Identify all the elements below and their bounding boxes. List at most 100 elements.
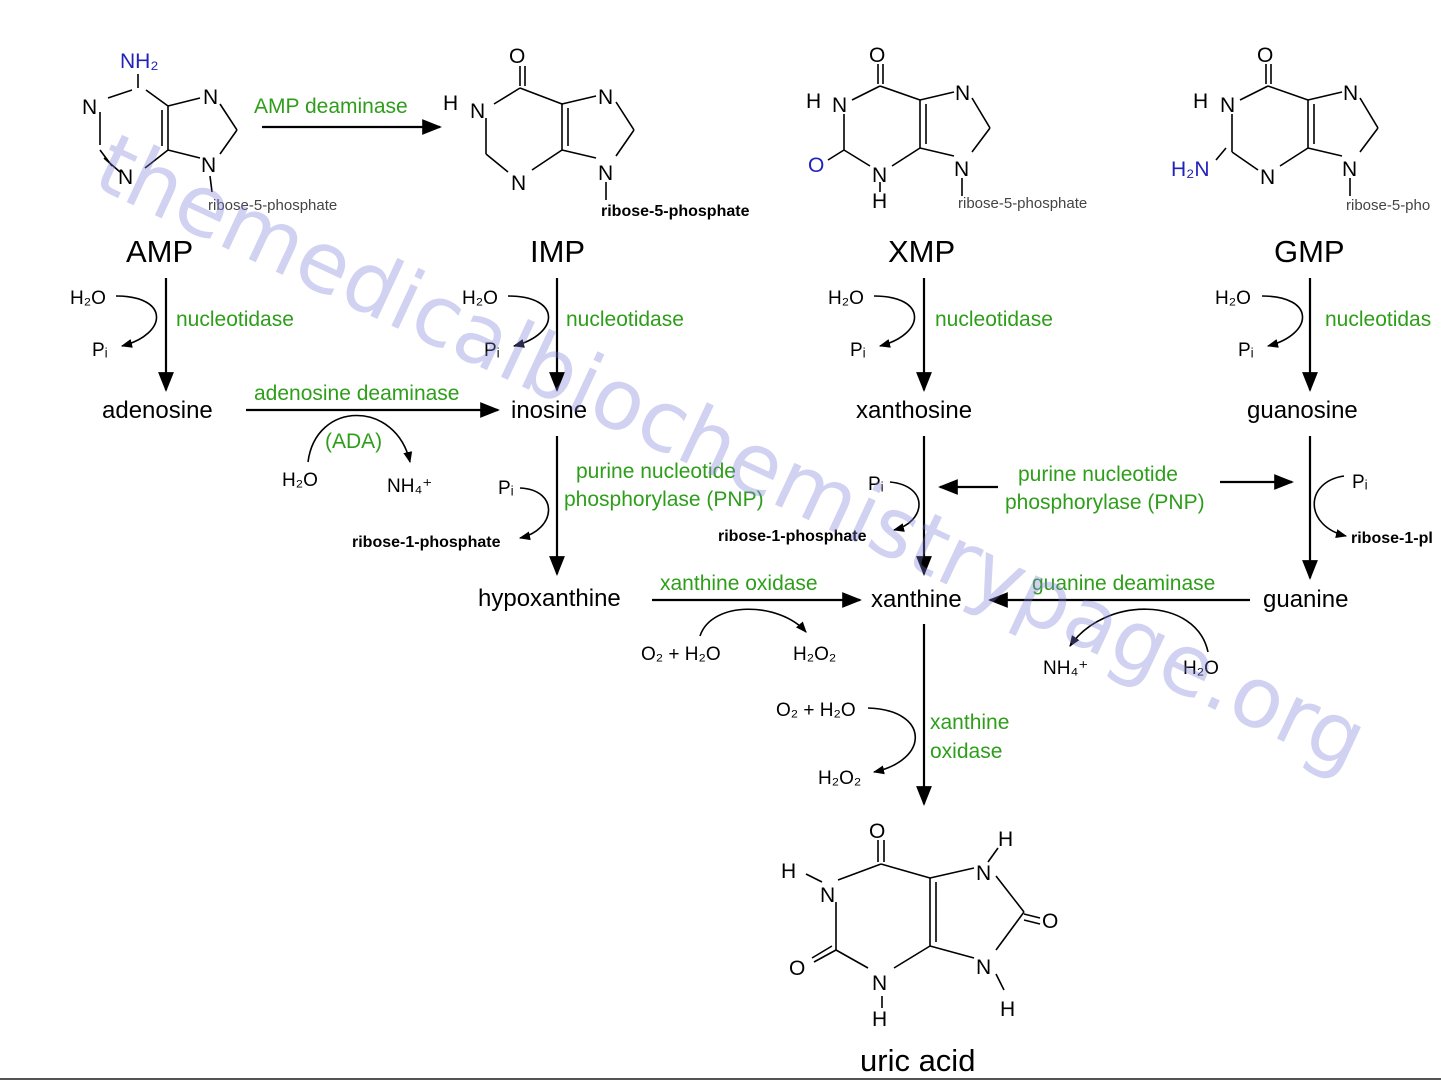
gmp-label: GMP (1274, 234, 1345, 269)
xmp-n1-label: N (832, 94, 847, 117)
pnp-guanosine-curve (1313, 475, 1348, 539)
adenosine-deaminase-label: adenosine deaminase (254, 382, 460, 405)
xo1-label: xanthine oxidase (660, 572, 818, 595)
imp-n7-label: N (598, 86, 613, 109)
imp-nucleotidase-label: nucleotidase (566, 308, 684, 331)
ada-h2o-label: H₂O (282, 470, 318, 491)
xmp-nucleotidase-label: nucleotidase (935, 308, 1053, 331)
xmp-o6-label: O (869, 44, 885, 67)
xmp-h3-label: H (872, 190, 887, 213)
gmp-h2o-label: H₂O (1215, 288, 1251, 309)
gmp-h2n-label: H₂N (1171, 158, 1209, 181)
gmp-ribose-label: ribose-5-pho (1346, 197, 1430, 214)
gmp-nucleotidase-step: H₂O Pᵢ nucleotidas (1215, 278, 1431, 392)
amp-label: AMP (126, 234, 193, 269)
xo1-curve (699, 608, 807, 637)
gmp-h1-label: H (1193, 90, 1208, 113)
adenosine-deaminase-step: adenosine deaminase (ADA) H₂O NH₄⁺ (246, 382, 500, 497)
adenosine-label: adenosine (102, 397, 213, 424)
uric-h3-label: H (872, 1008, 887, 1031)
pnp-inosine-ribose1p-label: ribose-1-phosphate (352, 534, 501, 551)
xmp-n9-label: N (954, 158, 969, 181)
imp-h-label: H (443, 92, 458, 115)
ada-nh4-label: NH₄⁺ (387, 476, 432, 497)
gmp-structure: O H N H₂N N N N ribose-5-pho (1171, 44, 1430, 214)
pnp-xanthosine-pi-label: Pᵢ (868, 474, 884, 495)
guanine-deaminase-step: guanine deaminase NH₄⁺ H₂O (988, 572, 1250, 679)
xanthine-oxidase-step-1: xanthine oxidase O₂ + H₂O H₂O₂ (641, 572, 862, 665)
xmp-n7-label: N (955, 82, 970, 105)
uric-n7-label: N (976, 862, 991, 885)
pnp-guanosine-pi-label: Pᵢ (1352, 472, 1368, 493)
imp-pi-label: Pᵢ (484, 340, 500, 361)
amp-n7-label: N (203, 86, 218, 109)
ada-label: (ADA) (325, 430, 382, 453)
xo1-o2-h2o-label: O₂ + H₂O (641, 644, 721, 665)
xmp-n3-label: N (872, 164, 887, 187)
gmp-nucleotidase-curve (1261, 295, 1304, 348)
amp-n3-label: N (118, 166, 133, 189)
imp-nucleotidase-step: H₂O Pᵢ nucleotidase (462, 278, 684, 392)
guanosine-label: guanosine (1247, 397, 1358, 424)
pnp-shared-label-line1: purine nucleotide (1018, 463, 1178, 486)
uric-n3-label: N (872, 972, 887, 995)
gmp-n3-label: N (1260, 166, 1275, 189)
xmp-structure: O H N O N H N N ribose-5-phosphate (806, 44, 1087, 213)
xo2-label-line1: xanthine (930, 711, 1009, 734)
imp-o-label: O (509, 45, 525, 68)
amp-nucleotidase-curve (115, 295, 158, 348)
gmp-nucleotidase-label: nucleotidas (1325, 308, 1431, 331)
uric-o6-label: O (869, 820, 885, 843)
uric-o2-label: O (789, 957, 805, 980)
imp-n1-label: N (470, 100, 485, 123)
pnp-inosine-pi-label: Pᵢ (498, 478, 514, 499)
uric-n1-label: N (820, 884, 835, 907)
xmp-label: XMP (888, 234, 955, 269)
pnp-shared-label-line2: phosphorylase (PNP) (1005, 491, 1205, 514)
xmp-nucleotidase-curve (873, 295, 916, 348)
gmp-n1-label: N (1220, 94, 1235, 117)
guanine-deaminase-curve (1069, 608, 1209, 653)
ada-curve (307, 414, 413, 464)
amp-ribose-label: ribose-5-phosphate (208, 197, 337, 214)
pnp-xanthosine-curve (889, 481, 920, 532)
pnp-guanosine-ribose1p-label: ribose-1-pl (1351, 530, 1433, 547)
imp-ribose-label: ribose-5-phosphate (601, 203, 750, 220)
pnp-guanosine-step: Pᵢ ribose-1-pl (1302, 436, 1433, 580)
amp-nh2-label: NH₂ (120, 50, 158, 73)
xmp-h2o-label: H₂O (828, 288, 864, 309)
xmp-o2-label: O (808, 154, 824, 177)
amp-nucleotidase-step: H₂O Pᵢ nucleotidase (70, 278, 294, 392)
amp-n9-label: N (201, 154, 216, 177)
pnp-xanthosine-step: Pᵢ ribose-1-phosphate (718, 436, 932, 576)
uric-n9-label: N (976, 956, 991, 979)
xanthine-label: xanthine (871, 586, 962, 613)
pnp-inosine-curve (518, 487, 550, 541)
gmp-n9-label: N (1342, 158, 1357, 181)
gmp-n7-label: N (1343, 82, 1358, 105)
guanine-deaminase-label: guanine deaminase (1032, 572, 1215, 595)
xmp-pi-label: Pᵢ (850, 340, 866, 361)
imp-h2o-label: H₂O (462, 288, 498, 309)
xo2-label-line2: oxidase (930, 740, 1002, 763)
pnp-inosine-step: Pᵢ ribose-1-phosphate purine nucleotide … (352, 436, 764, 576)
pnp-shared-enzyme: purine nucleotide phosphorylase (PNP) (938, 463, 1294, 514)
xo1-h2o2-label: H₂O₂ (793, 644, 836, 665)
gmp-o-label: O (1257, 44, 1273, 67)
pnp-inosine-label-line1: purine nucleotide (576, 460, 736, 483)
hypoxanthine-label: hypoxanthine (478, 585, 621, 612)
xanthosine-label: xanthosine (856, 397, 972, 424)
imp-nucleotidase-curve (507, 295, 550, 348)
guanine-deaminase-h2o-label: H₂O (1183, 658, 1219, 679)
uric-h9-label: H (1000, 998, 1015, 1021)
inosine-label: inosine (511, 397, 587, 424)
imp-n9-label: N (598, 162, 613, 185)
imp-label: IMP (530, 234, 585, 269)
amp-deaminase-label: AMP deaminase (254, 95, 408, 118)
xo2-curve (867, 707, 917, 775)
imp-n3-label: N (511, 172, 526, 195)
amp-pi-label: Pᵢ (92, 340, 108, 361)
uric-acid-structure: O H N O N H H N O N H (781, 820, 1058, 1031)
uric-h1-label: H (781, 860, 796, 883)
